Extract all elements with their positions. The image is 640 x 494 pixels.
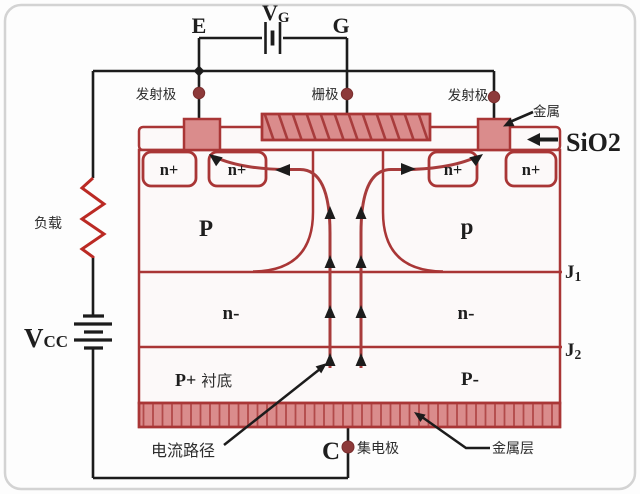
p-well-right-boundary [381, 150, 444, 273]
vg-source-label: VG [262, 0, 290, 26]
gate-electrode [260, 112, 432, 142]
gate-terminal-label: G [332, 13, 349, 38]
p-minus-label: P- [461, 369, 479, 390]
n-drift-left-label: n- [223, 303, 240, 324]
top-circuit-wires [93, 36, 496, 119]
collector-metal-layer [137, 401, 562, 429]
current-path-left [214, 155, 332, 368]
metal-layer-label: 金属层 [492, 440, 534, 456]
n-drift-right-label: n- [458, 303, 475, 324]
j1-label: J1 [565, 262, 582, 284]
junction-dot [193, 65, 205, 77]
emitter-contact-left [182, 117, 222, 152]
callout-arrows [223, 110, 558, 450]
emitter-right-label: 发射极 [448, 88, 489, 103]
vcc-battery-symbol [74, 314, 112, 350]
p-well-right-label: p [461, 214, 474, 239]
p-well-left-boundary [252, 150, 315, 273]
collector-terminal-label: C [322, 438, 340, 465]
metal-callout-label: 金属 [533, 104, 560, 119]
n-plus-region-4 [504, 150, 558, 188]
emitter-terminal-label: E [192, 13, 207, 38]
device-body [137, 148, 562, 405]
current-path-right [359, 155, 477, 368]
current-path-label: 电流路径 [151, 442, 215, 460]
emitter-contact-right [476, 117, 512, 152]
n-plus-region-1 [141, 150, 198, 188]
sio2-label: SiO2 [566, 128, 621, 157]
collector-cn-label: 集电极 [357, 440, 399, 456]
p-well-left-label: P [199, 216, 213, 241]
load-resistor-symbol [79, 176, 107, 259]
emitter-left-label: 发射极 [136, 87, 177, 102]
substrate-label: P+衬底 [175, 370, 232, 390]
j2-label: J2 [565, 340, 582, 362]
n-plus-label-3: n+ [444, 160, 463, 179]
left-loop-wires [91, 71, 350, 480]
current-arrowheads [209, 154, 483, 366]
vcc-label: VCC [24, 323, 68, 353]
load-label: 负载 [34, 215, 62, 231]
gate-cn-label: 栅极 [312, 87, 339, 102]
vg-battery-symbol [264, 22, 282, 54]
n-plus-label-4: n+ [522, 160, 541, 179]
terminal-dots [192, 86, 501, 454]
n-plus-label-1: n+ [160, 160, 179, 179]
n-plus-label-2: n+ [228, 160, 247, 179]
frame-border [3, 3, 637, 491]
